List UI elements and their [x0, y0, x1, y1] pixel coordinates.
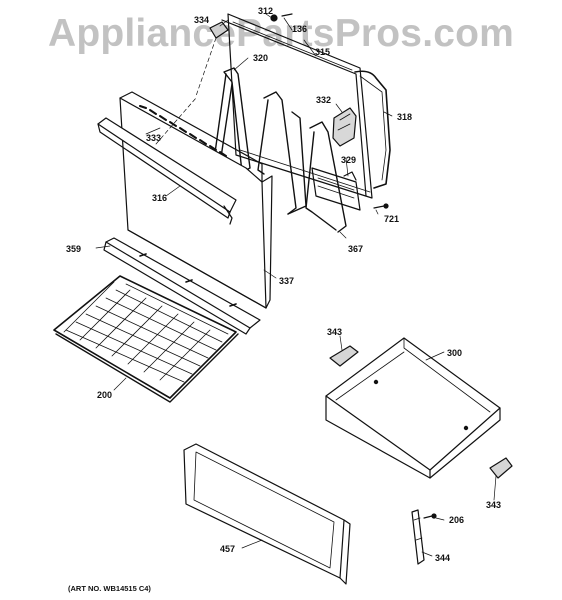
callout-320: 320: [253, 53, 269, 63]
hinge-assembly: [311, 167, 361, 211]
door-bottom-trim: [103, 237, 261, 335]
callout-200: 200: [97, 390, 113, 400]
screws: [270, 13, 437, 519]
callout-359: 359: [66, 244, 82, 254]
door-clip: [195, 21, 229, 97]
watermark-text: AppliancePartsPros.com: [47, 12, 515, 55]
callout-206: 206: [449, 515, 465, 525]
oven-rack: [53, 275, 239, 403]
callout-312: 312: [258, 6, 274, 16]
callout-329: 329: [341, 155, 357, 165]
callout-136: 136: [292, 24, 308, 34]
callout-457: 457: [220, 544, 236, 554]
art-number: (ART NO. WB14515 C4): [68, 584, 151, 593]
callout-344: 344: [435, 553, 451, 563]
callout-367: 367: [348, 244, 364, 254]
callout-337: 337: [279, 276, 295, 286]
callout-333: 333: [146, 133, 162, 143]
callout-721: 721: [384, 214, 400, 224]
storage-drawer-body: [325, 337, 501, 479]
callout-300: 300: [447, 348, 463, 358]
door-inner-frame: [221, 13, 373, 199]
door-gasket: [354, 70, 391, 189]
drawer-slide-left: [329, 345, 359, 367]
callout-343-top: 343: [327, 327, 343, 337]
callout-332: 332: [316, 95, 332, 105]
oven-door-panel: [97, 91, 273, 309]
callout-334: 334: [194, 15, 210, 25]
callout-316: 316: [152, 193, 168, 203]
drawer-slide-right: [489, 457, 513, 479]
door-hinge: [332, 107, 357, 147]
callout-318: 318: [397, 112, 413, 122]
drawer-front-panel: [183, 443, 351, 585]
callout-315: 315: [315, 47, 331, 57]
callout-343-bottom: 343: [486, 500, 502, 510]
drawer-rail: [411, 509, 425, 565]
callout-leaders: [95, 13, 497, 557]
